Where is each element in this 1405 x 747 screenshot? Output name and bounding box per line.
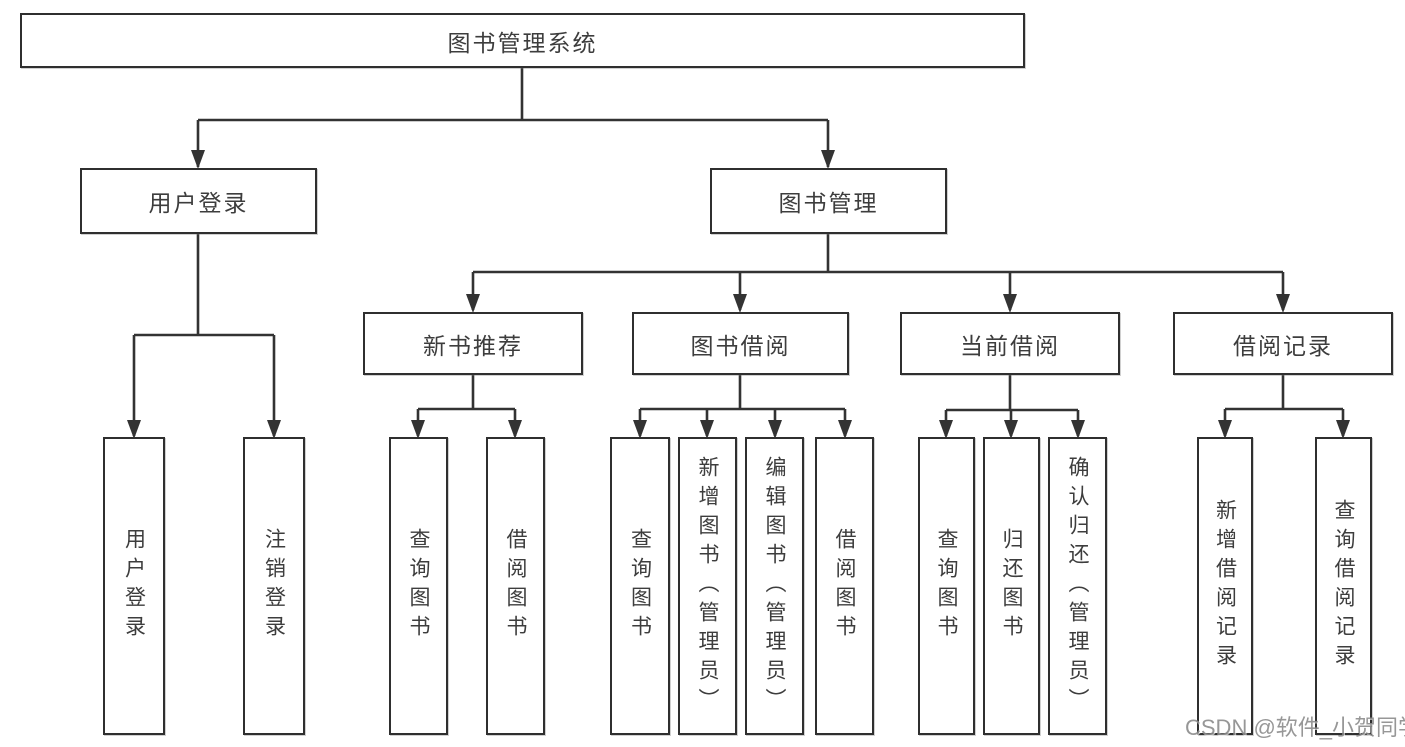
node-borrow-records: 借阅记录 bbox=[1173, 312, 1393, 375]
leaf-query-books-borrow: 查询图书 bbox=[610, 437, 670, 735]
leaf-borrow-books-recommend-label: 借阅图书 bbox=[504, 528, 527, 644]
arrowheads bbox=[127, 150, 1350, 439]
leaf-confirm-return-admin-label: 确认归还（管理员） bbox=[1066, 455, 1089, 717]
leaf-logout: 注销登录 bbox=[243, 437, 305, 735]
node-current-borrow: 当前借阅 bbox=[900, 312, 1120, 375]
csdn-watermark: CSDN @软件_小贺同学 bbox=[1185, 715, 1405, 740]
leaf-logout-label: 注销登录 bbox=[262, 528, 286, 644]
leaf-user-login: 用户登录 bbox=[103, 437, 165, 735]
leaf-add-books-admin-label: 新增图书（管理员） bbox=[696, 455, 719, 717]
leaf-query-books-current: 查询图书 bbox=[918, 437, 975, 735]
leaf-query-borrow-record: 查询借阅记录 bbox=[1315, 437, 1372, 735]
node-borrow-records-label: 借阅记录 bbox=[1233, 332, 1333, 359]
leaf-confirm-return-admin: 确认归还（管理员） bbox=[1048, 437, 1107, 735]
leaf-return-books: 归还图书 bbox=[983, 437, 1040, 735]
leaf-add-books-admin: 新增图书（管理员） bbox=[678, 437, 737, 735]
leaf-borrow-books-recommend: 借阅图书 bbox=[486, 437, 545, 735]
leaf-add-borrow-record-label: 新增借阅记录 bbox=[1213, 499, 1237, 673]
node-book-borrow: 图书借阅 bbox=[632, 312, 849, 375]
node-user-login-label: 用户登录 bbox=[148, 190, 249, 216]
node-user-login: 用户登录 bbox=[80, 168, 317, 234]
node-new-book-recommend: 新书推荐 bbox=[363, 312, 583, 375]
leaf-query-borrow-record-label: 查询借阅记录 bbox=[1332, 499, 1355, 673]
node-root: 图书管理系统 bbox=[20, 13, 1025, 68]
node-book-management: 图书管理 bbox=[710, 168, 947, 234]
leaf-query-books-recommend: 查询图书 bbox=[389, 437, 448, 735]
leaf-borrow-books-label: 借阅图书 bbox=[833, 528, 856, 644]
leaf-query-books-borrow-label: 查询图书 bbox=[628, 528, 652, 644]
node-book-borrow-label: 图书借阅 bbox=[690, 332, 791, 359]
leaf-add-borrow-record: 新增借阅记录 bbox=[1197, 437, 1253, 735]
node-book-management-label: 图书管理 bbox=[778, 190, 879, 216]
leaf-query-books-recommend-label: 查询图书 bbox=[407, 528, 430, 644]
leaf-return-books-label: 归还图书 bbox=[1000, 528, 1023, 644]
node-root-label: 图书管理系统 bbox=[447, 29, 598, 56]
leaf-query-books-current-label: 查询图书 bbox=[935, 528, 958, 644]
node-new-book-recommend-label: 新书推荐 bbox=[423, 332, 523, 359]
leaf-user-login-label: 用户登录 bbox=[122, 528, 146, 644]
leaf-edit-books-admin-label: 编辑图书（管理员） bbox=[763, 455, 786, 717]
leaf-borrow-books: 借阅图书 bbox=[815, 437, 874, 735]
node-current-borrow-label: 当前借阅 bbox=[960, 332, 1060, 359]
leaf-edit-books-admin: 编辑图书（管理员） bbox=[745, 437, 804, 735]
